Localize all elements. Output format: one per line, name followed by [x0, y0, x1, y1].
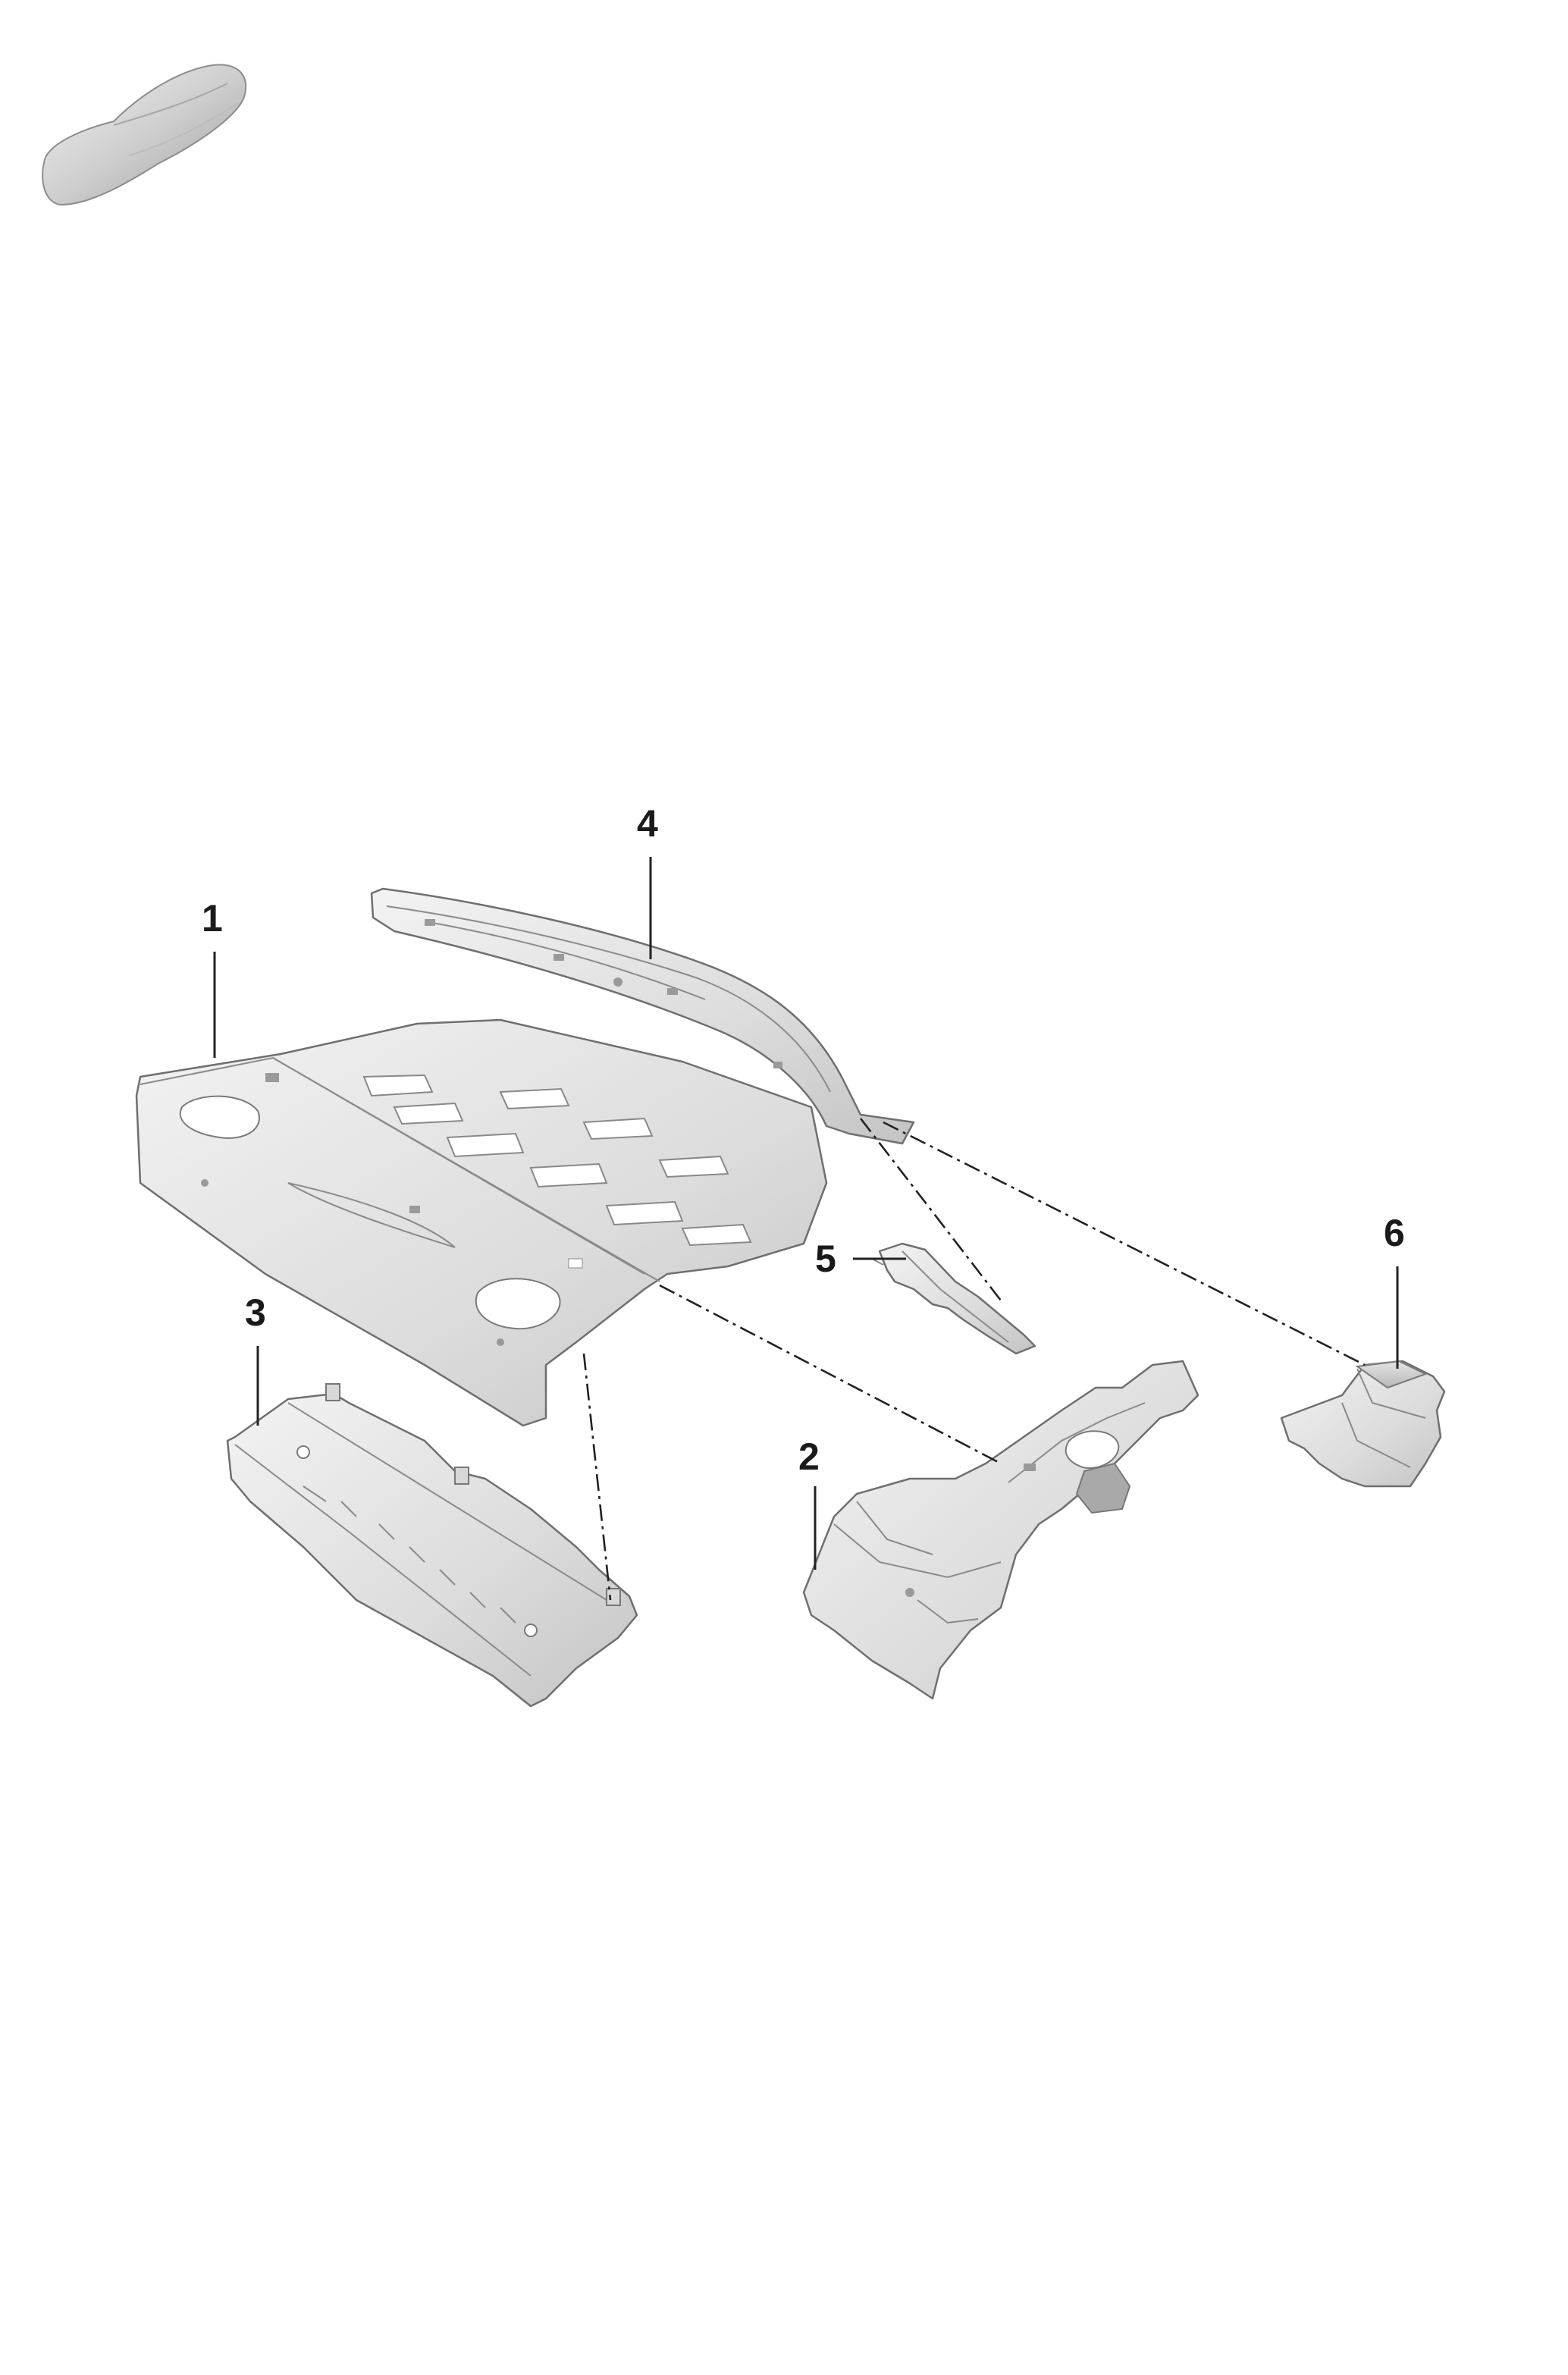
- part-1-parcel-shelf: [135, 1018, 828, 1427]
- callout-6[interactable]: 6: [1384, 1212, 1405, 1254]
- callout-5[interactable]: 5: [815, 1238, 836, 1280]
- assembly-lines: [582, 1118, 1366, 1601]
- callout-3[interactable]: 3: [245, 1291, 266, 1334]
- callout-2[interactable]: 2: [798, 1435, 820, 1478]
- part-3-lower-cross-panel: [226, 1383, 638, 1708]
- part-4-roof-cross-member: [370, 887, 915, 1145]
- callout-4[interactable]: 4: [637, 802, 658, 845]
- part-6-corner-bracket: [1280, 1360, 1446, 1488]
- callout-labels: 1 2 3 4 5 6: [202, 802, 1405, 1478]
- part-2-side-member: [802, 1360, 1200, 1700]
- leader-lines: [213, 857, 1399, 1570]
- car-silhouette-icon: [42, 64, 247, 206]
- part-5-bracket: [871, 1242, 1036, 1355]
- callout-1[interactable]: 1: [202, 897, 223, 940]
